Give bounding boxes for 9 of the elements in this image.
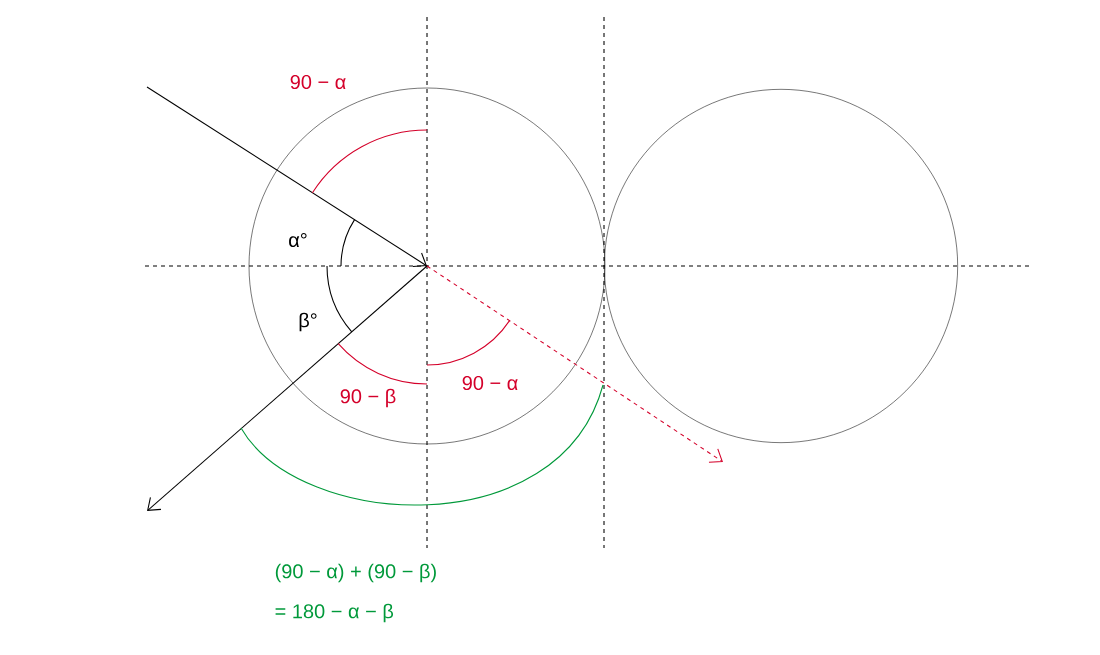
angle-label: α°	[289, 232, 307, 248]
circle	[248, 87, 606, 445]
angle-label: β°	[299, 312, 317, 332]
angle-label: 90 − α	[290, 74, 346, 90]
angle-label: = 180 − α − β	[275, 603, 394, 623]
angle-label: (90 − α) + (90 − β)	[275, 563, 436, 583]
angle-label: 90 − α	[462, 375, 518, 391]
circle	[604, 89, 958, 443]
angle-label: 90 − β	[340, 388, 396, 408]
